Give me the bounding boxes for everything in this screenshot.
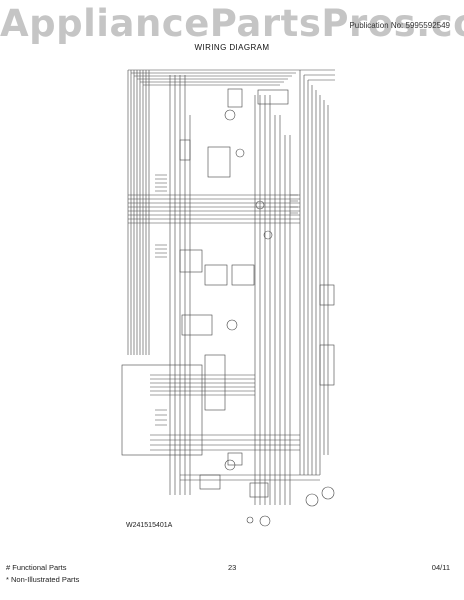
- component-box: [179, 139, 191, 161]
- non-illustrated-note: * Non-Illustrated Parts: [6, 575, 80, 584]
- control-board: [121, 364, 203, 456]
- component-box: [204, 264, 228, 286]
- functional-parts-note: # Functional Parts: [6, 563, 67, 572]
- cross-wires: [128, 194, 320, 481]
- left-wire-bundle: [127, 69, 300, 355]
- revision-date: 04/11: [431, 563, 450, 572]
- component-box: [207, 146, 231, 178]
- motor-symbol: [224, 459, 236, 471]
- wiring-diagram: [121, 69, 335, 527]
- motor-symbol: [226, 319, 238, 331]
- center-wires: [169, 75, 291, 505]
- switch-symbol: [235, 148, 245, 158]
- motor-symbol: [259, 515, 271, 527]
- page-number: 23: [228, 563, 237, 572]
- component-box: [319, 284, 335, 306]
- component-box: [199, 474, 221, 490]
- component-box: [227, 88, 243, 108]
- switch-symbol: [255, 200, 265, 210]
- publication-number: Publication No: 5995592549: [349, 21, 450, 30]
- motor-symbol: [305, 493, 319, 507]
- component-box: [227, 452, 243, 466]
- component-box: [231, 264, 255, 286]
- switch-symbol: [263, 230, 273, 240]
- component-box: [179, 249, 203, 273]
- motor-symbol: [321, 486, 335, 500]
- component-box: [319, 344, 335, 386]
- component-box: [249, 482, 269, 498]
- diagram-code: W241515401A: [126, 522, 173, 529]
- component-box: [257, 89, 289, 105]
- component-box: [204, 354, 226, 411]
- component-box: [181, 314, 213, 336]
- switch-symbol: [246, 516, 254, 524]
- page-title: WIRING DIAGRAM: [194, 43, 270, 52]
- watermark-logo: AppliancePartsPros.com: [0, 2, 464, 45]
- right-wire-bundle: [299, 69, 335, 475]
- motor-symbol: [224, 109, 236, 121]
